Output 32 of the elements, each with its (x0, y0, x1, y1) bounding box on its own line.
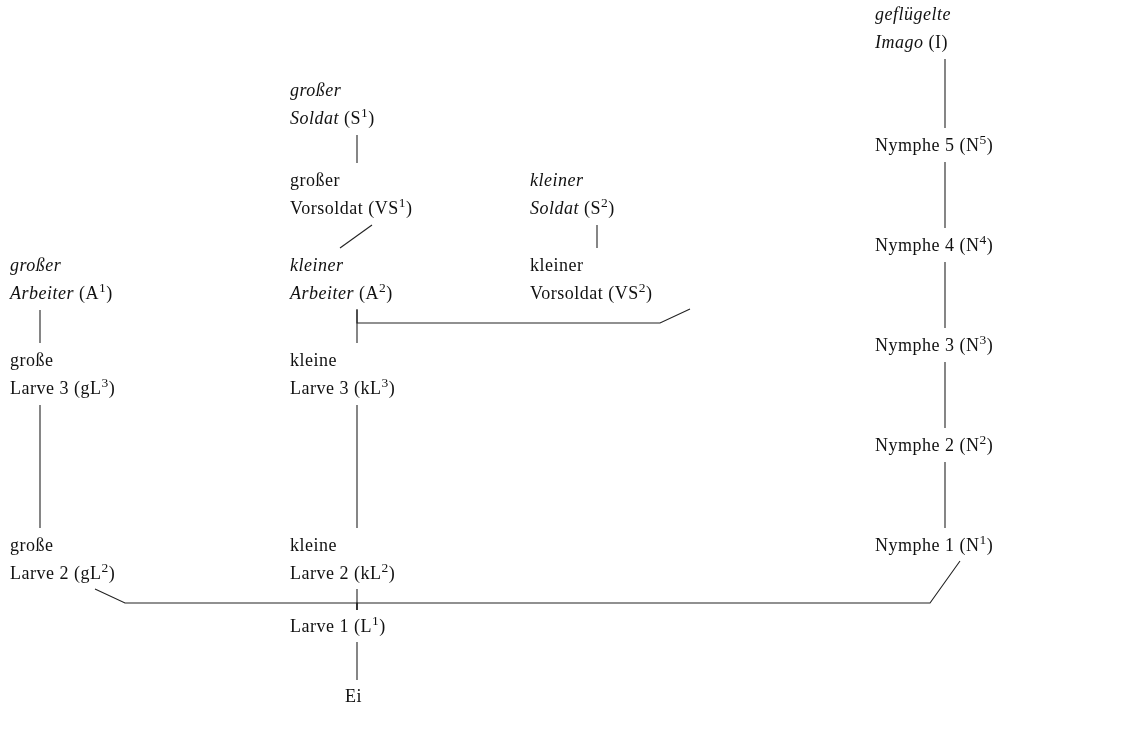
stage-label: kleine Larve 3 (kL$^{3}$) (290, 346, 396, 402)
connector-line (944, 361, 946, 429)
connector-line (339, 224, 373, 249)
connector-line (944, 161, 946, 229)
connector-line (356, 404, 358, 529)
connector-line (39, 404, 41, 529)
stage-label: Nymphe 2 (N$^{2}$) (875, 431, 994, 459)
stage-label: geflügelte Imago (I) (875, 0, 951, 56)
connector-line (39, 309, 41, 344)
stage-label: großer Vorsoldat (VS$^{1}$) (290, 166, 413, 222)
stage-label: kleiner Arbeiter (A$^{2}$) (290, 251, 393, 307)
stage-label: Nymphe 4 (N$^{4}$) (875, 231, 994, 259)
stage-label: kleine Larve 2 (kL$^{2}$) (290, 531, 396, 587)
connector-line (356, 641, 358, 681)
stage-label: Nymphe 1 (N$^{1}$) (875, 531, 994, 559)
connector-line (596, 224, 598, 249)
stage-label: große Larve 3 (gL$^{3}$) (10, 346, 116, 402)
stage-label: Nymphe 3 (N$^{3}$) (875, 331, 994, 359)
connector-line (944, 261, 946, 329)
stage-label: großer Soldat (S$^{1}$) (290, 76, 375, 132)
connector-line (356, 560, 961, 611)
stage-label: Ei (345, 682, 362, 710)
connector-line (944, 58, 946, 129)
stage-label: großer Arbeiter (A$^{1}$) (10, 251, 113, 307)
connector-line (356, 134, 358, 164)
connector-line (356, 308, 691, 324)
stage-label: kleiner Vorsoldat (VS$^{2}$) (530, 251, 653, 307)
connector-line (944, 461, 946, 529)
stage-label: große Larve 2 (gL$^{2}$) (10, 531, 116, 587)
stage-label: Nymphe 5 (N$^{5}$) (875, 131, 994, 159)
stage-label: Larve 1 (L$^{1}$) (290, 612, 386, 640)
stage-label: kleiner Soldat (S$^{2}$) (530, 166, 615, 222)
